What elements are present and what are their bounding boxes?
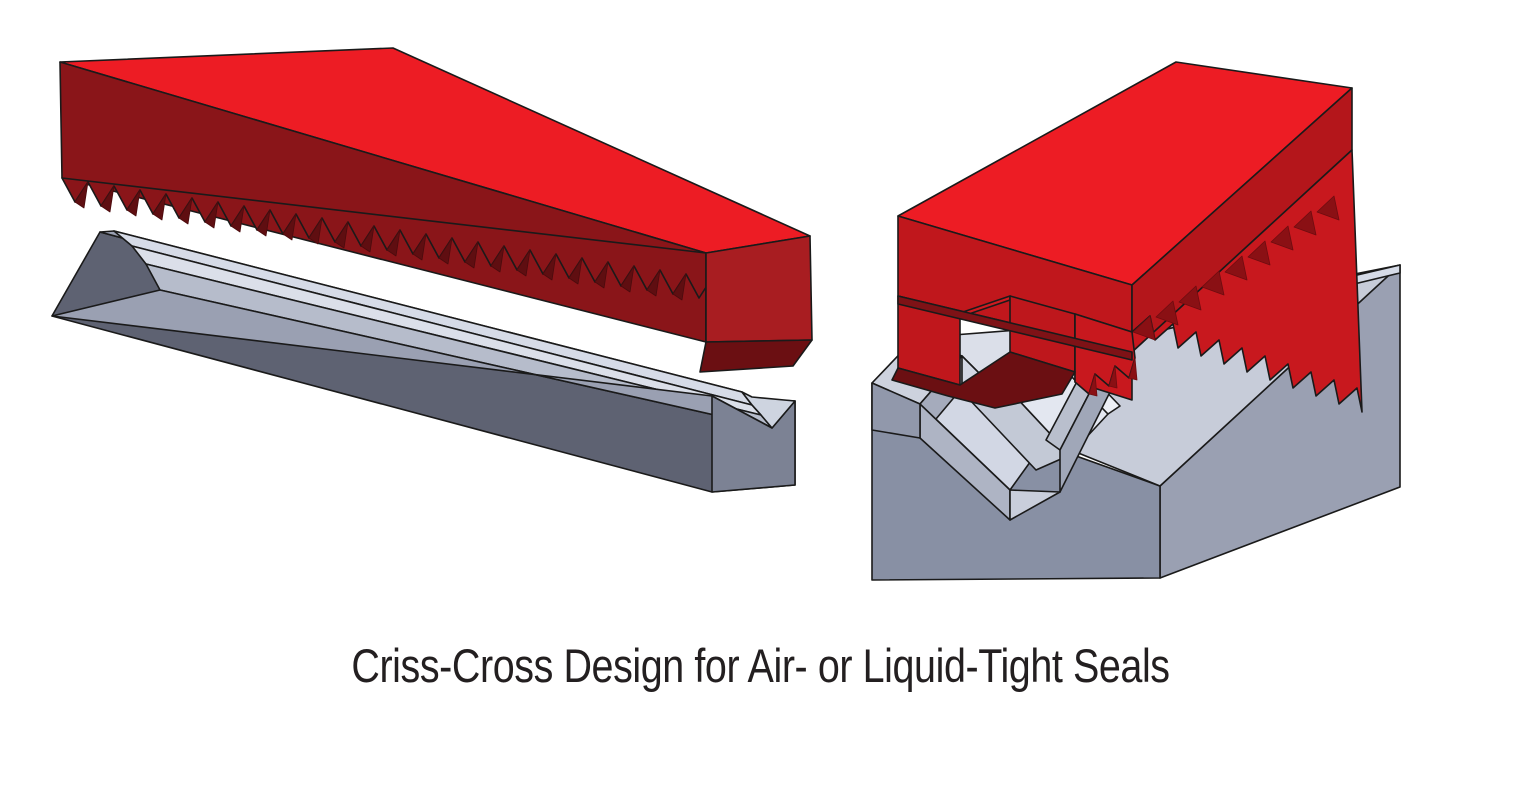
channel-floor-lower [1009,489,1061,521]
red-block-flange-bottom-sliver [891,351,1076,409]
red-bar-end-cap [705,235,813,343]
rail-v-crease [751,404,762,416]
red-block-front-bottom-edge [897,295,1133,361]
right-red-serrated-block [891,61,1363,413]
left-gray-grooved-rail [51,230,796,493]
channel-block-left-step-face [871,382,921,439]
red-block-teeth-band [1131,149,1363,413]
rail-end-cap [711,395,796,493]
red-bar-bottom-sliver [699,339,813,373]
red-bar-teeth [61,177,713,343]
figure-caption: Criss-Cross Design for Air- or Liquid-Ti… [351,639,1170,692]
red-block-teeth [1074,149,1363,413]
red-bar-teeth-band [61,177,713,343]
left-red-serrated-bar [59,47,813,373]
